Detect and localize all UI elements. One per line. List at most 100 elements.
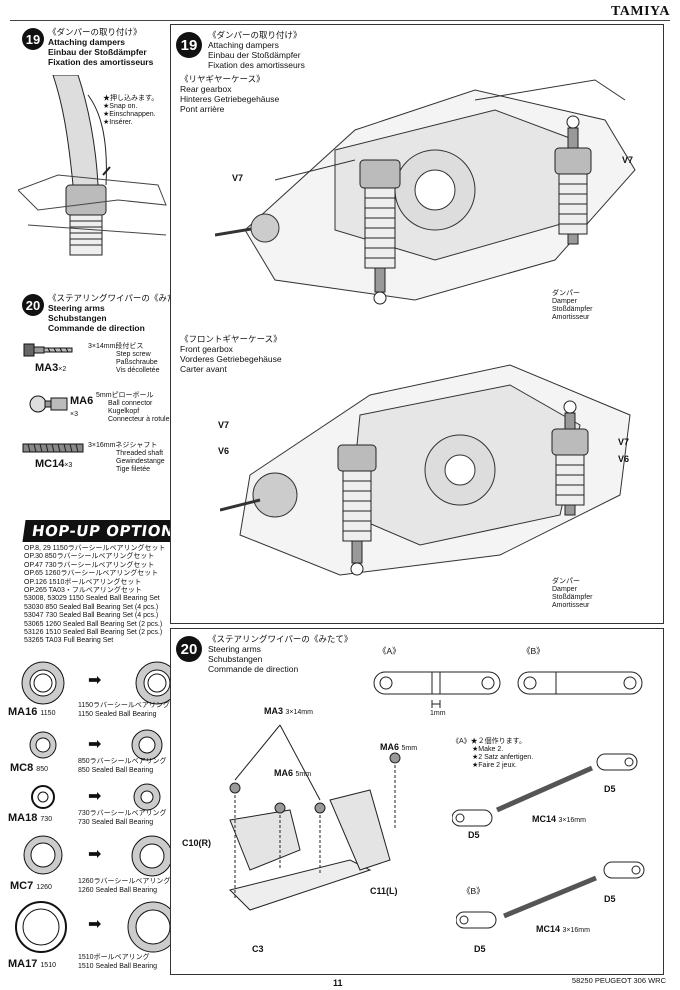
step-20-left-title: 《ステアリングワイパーの《みたて》 Steering arms Schubsta… (48, 293, 192, 333)
header-rule (10, 20, 670, 21)
option-item: OP.47 730ラバーシールベアリングセット (24, 561, 155, 569)
damper-left (359, 159, 401, 305)
bearing-icon (29, 731, 57, 759)
rear-gearbox-drawing (215, 79, 636, 305)
replace-arrow-icon: ➡ (88, 788, 102, 805)
step-title-de: Schubstangen (48, 313, 107, 323)
bearing-row-ma18: ➡ (14, 782, 184, 816)
damper-right (554, 115, 592, 245)
bearing-icon (131, 729, 163, 761)
snap-en: ★Snap on. (103, 103, 138, 110)
option-item: 53030 850 Sealed Ball Bearing Set (4 pcs… (24, 603, 159, 611)
bearing-id: MA17 1510 (8, 958, 56, 970)
option-item: OP.65 1260ラバーシールベアリングセット (24, 570, 159, 578)
callout-d5-b-right: D5 (604, 894, 616, 904)
option-item: 53047 730 Sealed Ball Bearing Set (4 pcs… (24, 612, 159, 620)
option-item: 53126 1510 Sealed Ball Bearing Set (2 pc… (24, 629, 163, 637)
gap-1mm-label: 1mm (430, 710, 446, 717)
step-20-main-badge: 20 (176, 636, 202, 662)
callout-d5-a-right: D5 (604, 784, 616, 794)
step-title-fr: Commande de direction (48, 323, 145, 333)
step-19-left-title: 《ダンパーの取り付け》 Attaching dampers Einbau der… (48, 27, 153, 67)
rear-gearbox-caption: 《リヤギヤーケース》 Rear gearbox Hinteres Getrieb… (180, 74, 280, 114)
step-title-de: Schubstangen (208, 654, 263, 664)
callout-v7-front-right: V7 (618, 437, 630, 447)
bearing-row-mc7: ➡ (14, 834, 184, 882)
step-screw-icon (23, 343, 73, 357)
rod-b-label: 《B》 (522, 646, 545, 656)
page-number: 11 (333, 978, 343, 988)
brand-logo: TAMIYA (610, 4, 670, 19)
callout-ma6-top: MA6 5mm (380, 742, 418, 752)
step-title-en: Steering arms (208, 644, 261, 654)
replace-arrow-icon: ➡ (88, 736, 102, 753)
step-title-fr: Commande de direction (208, 664, 299, 674)
callout-mc14-a: MC14 3×16mm (532, 814, 586, 824)
threaded-shaft-icon (22, 443, 84, 453)
step-title-jp: 《ダンパーの取り付け》 (208, 30, 302, 40)
ball-connector-icon (29, 395, 68, 413)
steering-assembly-drawing (229, 724, 401, 911)
part-ma3-label: MA3×2 (35, 362, 67, 374)
callout-v6-front-left: V6 (218, 446, 230, 456)
damper-front-right (551, 400, 589, 516)
callout-mc14-b: MC14 3×16mm (536, 924, 590, 934)
callout-d5-b-left: D5 (474, 944, 486, 954)
damper-caption-front: ダンパー Damper Stoßdämpfer Amortisseur (552, 578, 593, 609)
step-title-en: Attaching dampers (208, 40, 279, 50)
callout-c3: C3 (252, 944, 264, 954)
option-item: OP.265 TA03・フルベアリングセット (24, 587, 142, 595)
step-title-de: Einbau der Stoßdämpfer (48, 47, 147, 57)
step-title-jp: 《ステアリングワイパーの《みたて》 (48, 293, 193, 303)
replace-arrow-icon: ➡ (88, 846, 102, 863)
part-ma6-desc: 5mmピローボール Ball connector Kugelkopf Conne… (96, 392, 170, 423)
rod-a-label: 《A》 (378, 646, 401, 656)
callout-d5-a-left: D5 (468, 830, 480, 840)
option-item: 53008, 53029 1150 Sealed Ball Bearing Se… (24, 595, 160, 603)
snap-de: ★Einschnappen. (103, 111, 156, 118)
bearing-icon (15, 901, 67, 953)
front-gearbox-drawing (220, 364, 631, 576)
hop-up-options-list: OP.8, 29 1150ラバーシールベアリングセット OP.30 850ラバー… (24, 545, 166, 646)
option-item: 53065 1260 Sealed Ball Bearing Set (2 pc… (24, 620, 163, 628)
callout-ma3: MA3 3×14mm (264, 706, 313, 716)
step-20-badge: 20 (22, 294, 44, 316)
step-19-main-title: 《ダンパーの取り付け》 Attaching dampers Einbau der… (208, 30, 305, 70)
hop-up-options-banner: HOP-UP OPTIONS (22, 520, 195, 542)
step-19-main-badge: 19 (176, 32, 202, 58)
bearing-icon (135, 661, 179, 705)
make-two-note: 《A》★２個作ります。 ★Make 2. ★2 Satz anfertigen.… (452, 738, 534, 769)
part-mc14-desc: 3×16mmネジシャフト Threaded shaft Gewindestang… (88, 442, 165, 473)
bearing-icon (131, 835, 173, 877)
step-title-jp: 《ステアリングワイパーの《みたて》 (208, 634, 353, 644)
snap-fr: ★Insérer. (103, 119, 133, 126)
bearing-icon (31, 785, 55, 809)
front-gearbox-caption: 《フロントギヤーケース》 Front gearbox Vorderes Getr… (180, 334, 282, 374)
bearing-row-ma17: ➡ (10, 900, 185, 958)
part-mc14-label: MC14×3 (35, 458, 73, 470)
bearing-icon (23, 835, 63, 875)
step-20-main-title: 《ステアリングワイパーの《みたて》 Steering arms Schubsta… (208, 634, 352, 674)
bearing-id: MA18 730 (8, 812, 53, 824)
callout-v7-rear-right: V7 (622, 155, 634, 165)
rod-b-exploded-label: 《B》 (462, 886, 485, 896)
callout-c10: C10(R) (182, 838, 212, 848)
gap-dimension (431, 700, 441, 708)
bearing-row-ma16: ➡ (14, 660, 179, 720)
step-title-fr: Fixation des amortisseurs (208, 60, 305, 70)
callout-v6-front-right: V6 (618, 454, 630, 464)
part-ma3-desc: 3×14mm段付ビス Step screw Paßschraube Vis dé… (88, 343, 160, 374)
replace-arrow-icon: ➡ (88, 916, 102, 933)
bearing-id: MC7 1260 (10, 880, 52, 892)
callout-ma6-mid: MA6 5mm (274, 768, 312, 778)
option-item: 53265 TA03 Full Bearing Set (24, 637, 114, 645)
step-title-de: Einbau der Stoßdämpfer (208, 50, 301, 60)
bearing-icon (133, 783, 161, 811)
step-title-en: Attaching dampers (48, 37, 125, 47)
snap-jp: ★押し込みます。 (103, 95, 159, 102)
option-item: OP.30 850ラバーシールベアリングセット (24, 553, 155, 561)
step-title-jp: 《ダンパーの取り付け》 (48, 27, 142, 37)
bearing-icon (127, 901, 179, 953)
